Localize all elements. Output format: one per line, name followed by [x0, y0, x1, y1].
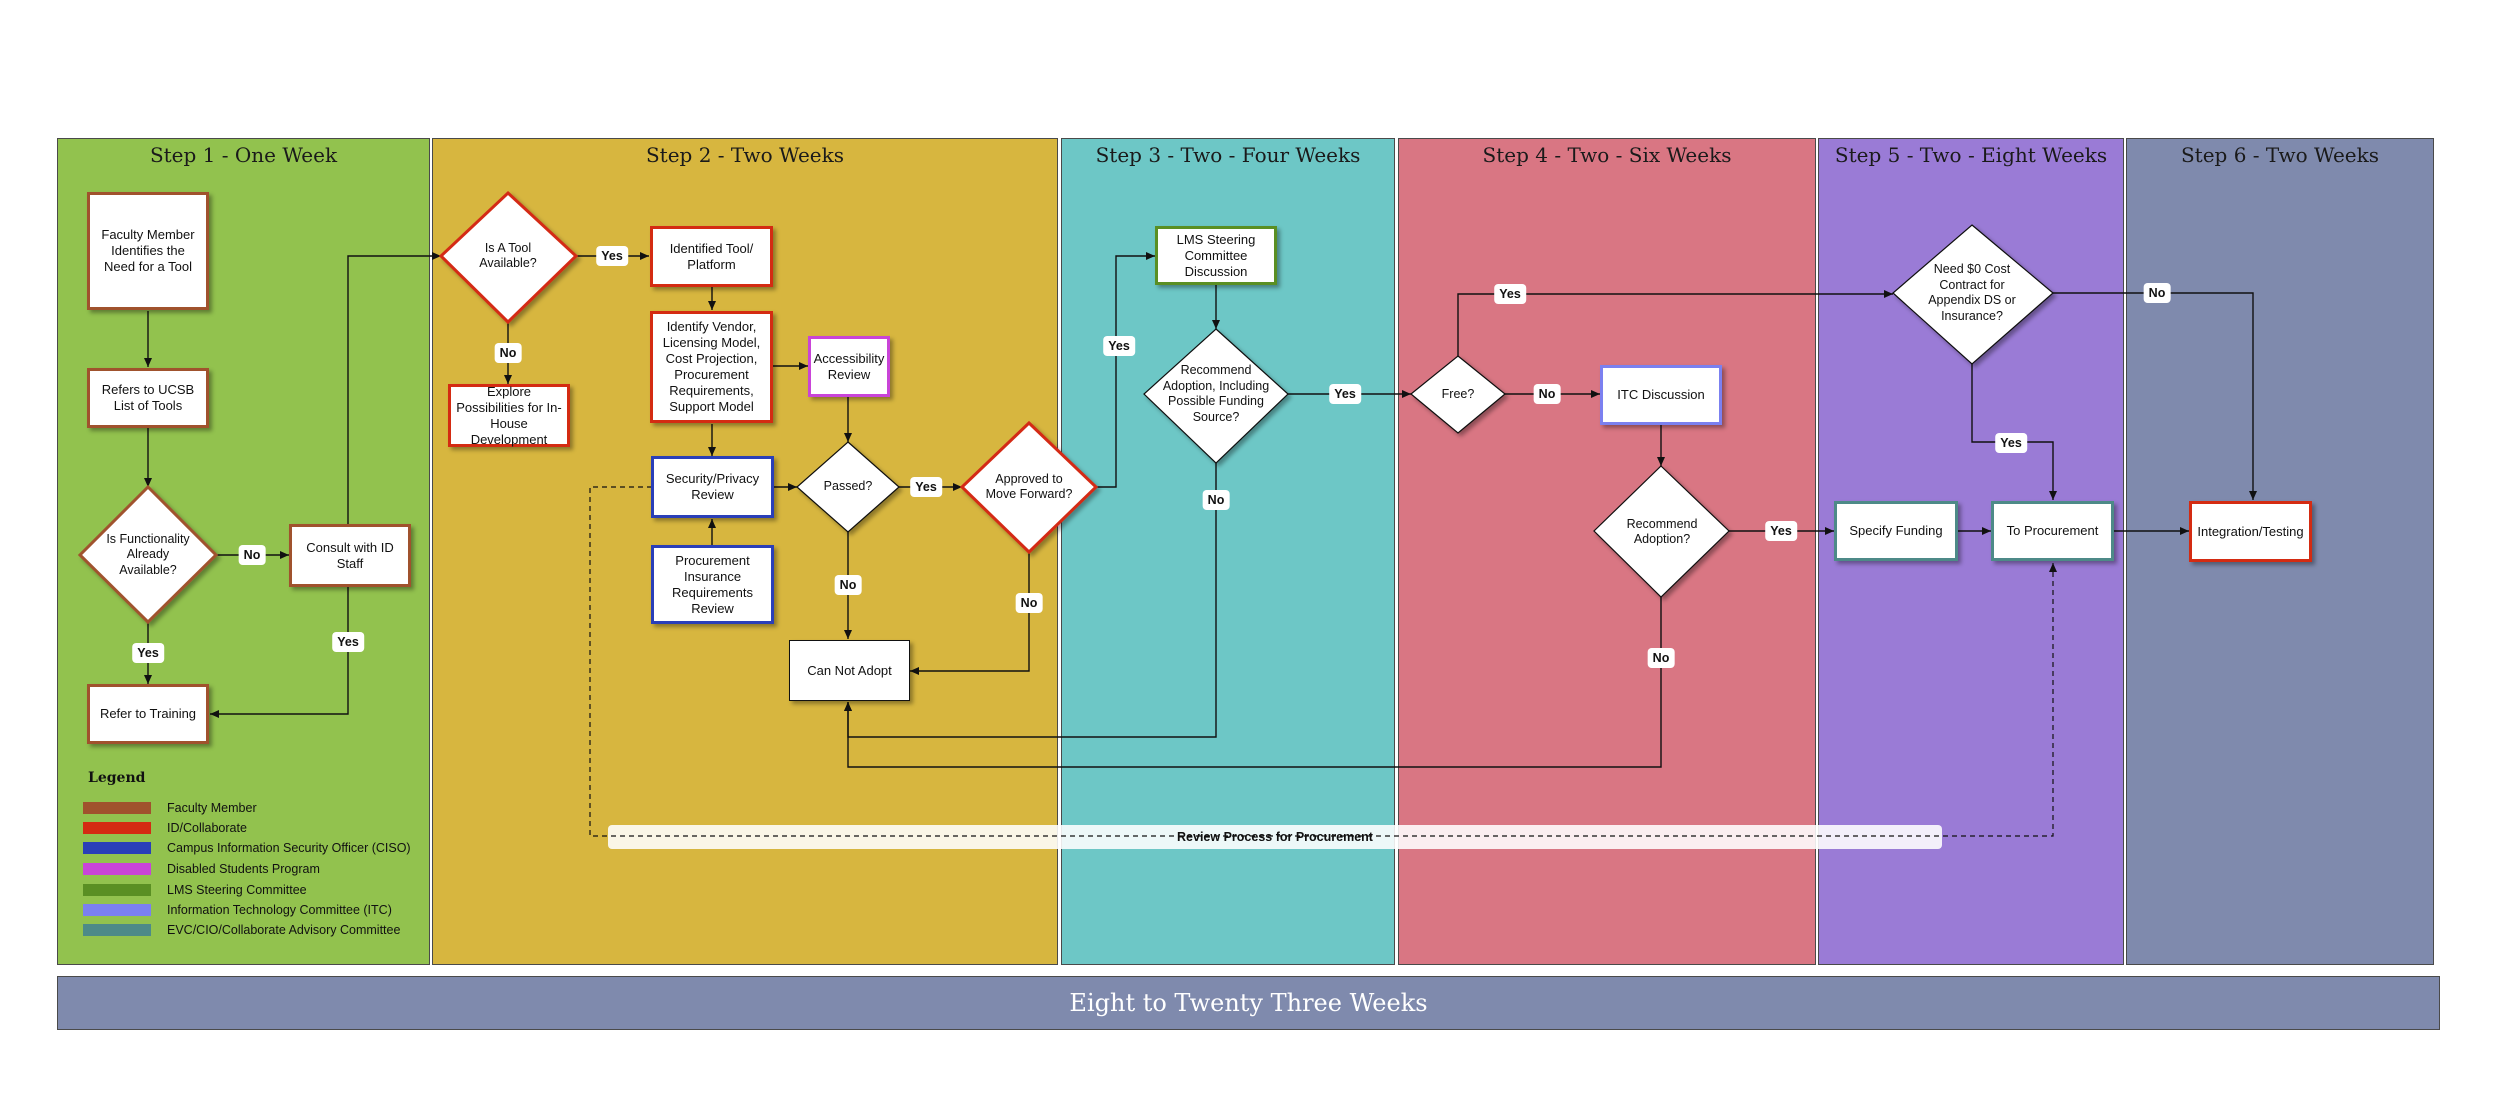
label-need-yes: Yes	[1995, 433, 2027, 453]
legend-label: Campus Information Security Officer (CIS…	[167, 841, 411, 855]
legend-swatch	[83, 904, 151, 916]
total-duration-banner: Eight to Twenty Three Weeks	[57, 976, 2440, 1030]
consult-id-node: Consult with ID Staff	[289, 524, 411, 587]
diamond-recommend-funding	[1143, 328, 1289, 464]
label-free-no: No	[1533, 384, 1561, 404]
identify-vendor-node: Identify Vendor, Licensing Model, Cost P…	[650, 311, 773, 423]
label-tool-no: No	[494, 343, 522, 363]
label-tool-yes: Yes	[596, 246, 628, 266]
identified-tool-node: Identified Tool/ Platform	[650, 226, 773, 287]
legend-title: Legend	[88, 770, 146, 786]
edge-approved-yes	[1096, 252, 1155, 488]
label-recommend-yes: Yes	[1329, 384, 1361, 404]
refers-ucsb-node: Refers to UCSB List of Tools	[87, 368, 209, 428]
legend-label: LMS Steering Committee	[167, 883, 307, 897]
diamond-approved	[959, 420, 1099, 555]
lane-title: Step 6 - Two Weeks	[2180, 143, 2380, 167]
legend-label: ID/Collaborate	[167, 821, 247, 835]
legend-item-faculty: Faculty Member	[83, 801, 257, 815]
itc-discussion-node: ITC Discussion	[1600, 365, 1722, 425]
edge-need-no	[2053, 292, 2257, 500]
legend-item-ciso: Campus Information Security Officer (CIS…	[83, 841, 411, 855]
legend-item-dsp: Disabled Students Program	[83, 862, 320, 876]
legend-item-lms: LMS Steering Committee	[83, 883, 307, 897]
to-procurement-node: To Procurement	[1991, 501, 2114, 561]
lane-title: Step 1 - One Week	[149, 143, 338, 167]
recommend-funding-label: Recommend Adoption, Including Possible F…	[1162, 363, 1270, 424]
integration-node: Integration/Testing	[2189, 501, 2312, 562]
diamond-need-zero-cost	[1892, 224, 2054, 365]
lane-title: Step 4 - Two - Six Weeks	[1482, 143, 1732, 167]
legend-swatch	[83, 884, 151, 896]
approved-label: Approved to Move Forward?	[985, 471, 1073, 502]
edge-approved-no	[910, 552, 1030, 675]
review-process-bar: Review Process for Procurement	[608, 825, 1942, 849]
diamond-is-functionality	[77, 484, 219, 625]
explore-node: Explore Possibilities for In-House Devel…	[448, 384, 570, 447]
legend-item-itc: Information Technology Committee (ITC)	[83, 903, 392, 917]
diamond-recommend-adoption	[1593, 465, 1730, 598]
legend-label: EVC/CIO/Collaborate Advisory Committee	[167, 923, 401, 937]
label-consult-yes: Yes	[332, 632, 364, 652]
edge-review-process	[589, 486, 2057, 837]
refer-training-node: Refer to Training	[87, 684, 209, 744]
label-functionality-yes: Yes	[132, 643, 164, 663]
label-functionality-no: No	[238, 545, 266, 565]
legend-item-evc: EVC/CIO/Collaborate Advisory Committee	[83, 923, 400, 937]
edge-consult-to-tool	[347, 252, 441, 524]
legend-label: Disabled Students Program	[167, 862, 320, 876]
is-tool-available-label: Is A Tool Available?	[479, 240, 537, 271]
edge-need-yes	[1971, 364, 2057, 500]
legend-item-id-collaborate: ID/Collaborate	[83, 821, 247, 835]
diamond-passed	[796, 441, 900, 533]
label-approved-yes: Yes	[1103, 336, 1135, 356]
diamond-free	[1410, 355, 1506, 434]
accessibility-node: Accessibility Review	[808, 336, 890, 397]
legend-label: Information Technology Committee (ITC)	[167, 903, 392, 917]
label-adoption-no: No	[1647, 648, 1675, 668]
legend-label: Faculty Member	[167, 801, 257, 815]
specify-funding-node: Specify Funding	[1834, 501, 1958, 561]
recommend-adoption-label: Recommend Adoption?	[1626, 516, 1698, 547]
label-passed-yes: Yes	[910, 477, 942, 497]
legend-swatch	[83, 822, 151, 834]
legend-swatch	[83, 842, 151, 854]
lms-discussion-node: LMS Steering Committee Discussion	[1155, 226, 1277, 285]
label-approved-no: No	[1015, 593, 1043, 613]
free-label: Free?	[1441, 387, 1475, 402]
lane-title: Step 5 - Two - Eight Weeks	[1834, 143, 2108, 167]
legend-swatch	[83, 863, 151, 875]
edge-adoption-no	[844, 597, 1662, 768]
label-free-yes: Yes	[1494, 284, 1526, 304]
lane-title: Step 2 - Two Weeks	[645, 143, 845, 167]
is-functionality-label: Is Functionality Already Available?	[106, 531, 190, 577]
passed-label: Passed?	[823, 479, 873, 494]
label-need-no: No	[2143, 283, 2171, 303]
legend-swatch	[83, 802, 151, 814]
can-not-adopt-node: Can Not Adopt	[789, 640, 910, 701]
faculty-need-node: Faculty Member Identifies the Need for a…	[87, 192, 209, 310]
edge-free-yes	[1457, 290, 1893, 356]
need-zero-cost-label: Need $0 Cost Contract for Appendix DS or…	[1928, 262, 2016, 323]
diamond-is-tool-available	[438, 190, 579, 325]
edge-consult-yes-training	[210, 587, 349, 718]
lane-title: Step 3 - Two - Four Weeks	[1095, 143, 1361, 167]
legend-swatch	[83, 924, 151, 936]
label-passed-no: No	[834, 575, 862, 595]
label-adoption-yes: Yes	[1765, 521, 1797, 541]
label-recommend-no: No	[1202, 490, 1230, 510]
procurement-insurance-node: Procurement Insurance Requirements Revie…	[651, 545, 774, 624]
security-privacy-node: Security/Privacy Review	[651, 456, 774, 518]
